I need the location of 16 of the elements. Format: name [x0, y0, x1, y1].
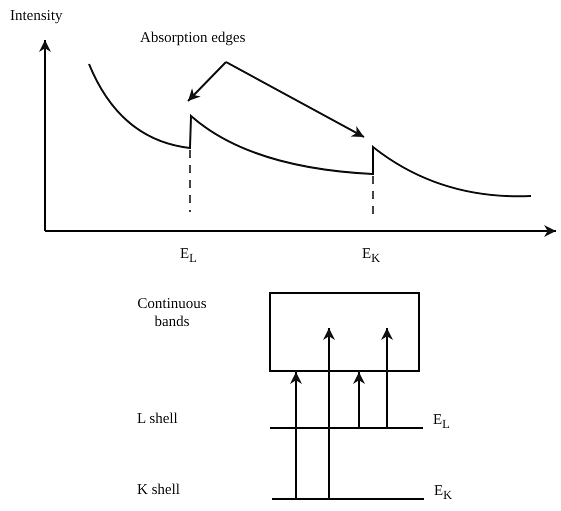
leader-arrow — [226, 61, 364, 138]
edge-energy-label: E$_{K}$ — [362, 245, 380, 267]
leader-arrow — [187, 61, 227, 102]
axis-title: Intensity — [10, 7, 62, 25]
energy-band-box — [269, 292, 420, 372]
edge-energy-label: E$_{L}$ — [180, 245, 197, 267]
band-caption: Continuous bands — [137, 295, 207, 331]
level-name: L shell — [137, 410, 178, 428]
level-energy: E$_{K}$ — [434, 482, 452, 504]
transition-arrow — [290, 372, 302, 499]
level-energy: E$_{L}$ — [433, 411, 450, 433]
transition-arrow — [353, 372, 365, 428]
level-name: K shell — [137, 481, 180, 499]
transition-arrow — [323, 328, 335, 499]
transition-arrow — [381, 328, 393, 428]
callout-text: Absorption edges — [140, 28, 290, 62]
